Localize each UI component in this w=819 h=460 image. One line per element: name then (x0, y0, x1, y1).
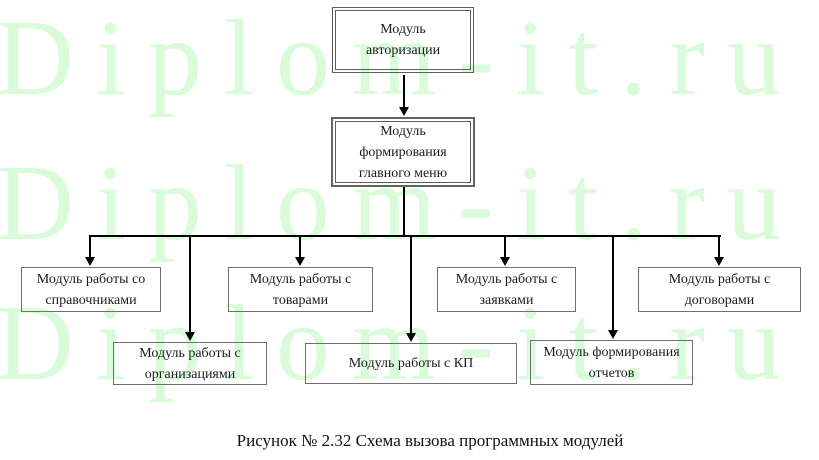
node-organizations-module: Модуль работы с организациями (113, 342, 267, 385)
connector-drop-directories (89, 236, 91, 257)
node-label: Модуль работы с организациями (139, 345, 241, 382)
node-label: Модуль формирования отчетов (543, 344, 680, 381)
connector-drop-goods (299, 236, 301, 257)
arrow-down-icon (608, 330, 618, 339)
connector-drop-organizations (189, 236, 191, 332)
node-requests-module: Модуль работы с заявками (437, 267, 576, 312)
arrow-down-icon (714, 257, 724, 266)
node-reports-module: Модуль формирования отчетов (530, 340, 693, 385)
node-inner-frame: Модуль авторизации (335, 10, 471, 70)
node-directories-module: Модуль работы со справочниками (21, 267, 161, 312)
arrow-down-icon (295, 257, 305, 266)
arrow-down-icon (185, 332, 195, 341)
connector-bus-line (89, 235, 721, 237)
watermark-text: Diplom-it.ru (0, 0, 803, 118)
node-label: Модуль работы с КП (348, 356, 474, 371)
node-label: Модуль работы с заявками (455, 271, 558, 308)
arrow-down-icon (500, 257, 510, 266)
node-kp-module: Модуль работы с КП (305, 343, 517, 384)
node-label: Модуль работы со справочниками (36, 271, 146, 308)
node-label: Модуль работы с товарами (249, 271, 352, 308)
connector-drop-requests (504, 236, 506, 257)
node-authorization-module: Модуль авторизации (332, 7, 474, 73)
node-label: Модуль формирования главного меню (358, 123, 448, 181)
node-label: Модуль авторизации (365, 22, 441, 58)
watermark-text: Diplom-it.ru (0, 144, 803, 263)
connector-drop-contracts (718, 236, 720, 257)
figure-caption: Рисунок № 2.32 Схема вызова программных … (236, 431, 624, 450)
connector-menu-bus-line (403, 187, 405, 237)
arrow-down-icon (399, 107, 409, 116)
node-main-menu-module: Модуль формирования главного меню (331, 117, 475, 187)
connector-drop-reports (612, 236, 614, 330)
node-goods-module: Модуль работы с товарами (228, 267, 373, 312)
connector-auth-menu-line (403, 75, 405, 107)
node-contracts-module: Модуль работы с договорами (638, 267, 801, 312)
connector-drop-kp (410, 236, 412, 333)
arrow-down-icon (406, 333, 416, 342)
node-inner-frame: Модуль формирования главного меню (335, 121, 471, 183)
node-label: Модуль работы с договорами (668, 271, 771, 308)
arrow-down-icon (85, 257, 95, 266)
